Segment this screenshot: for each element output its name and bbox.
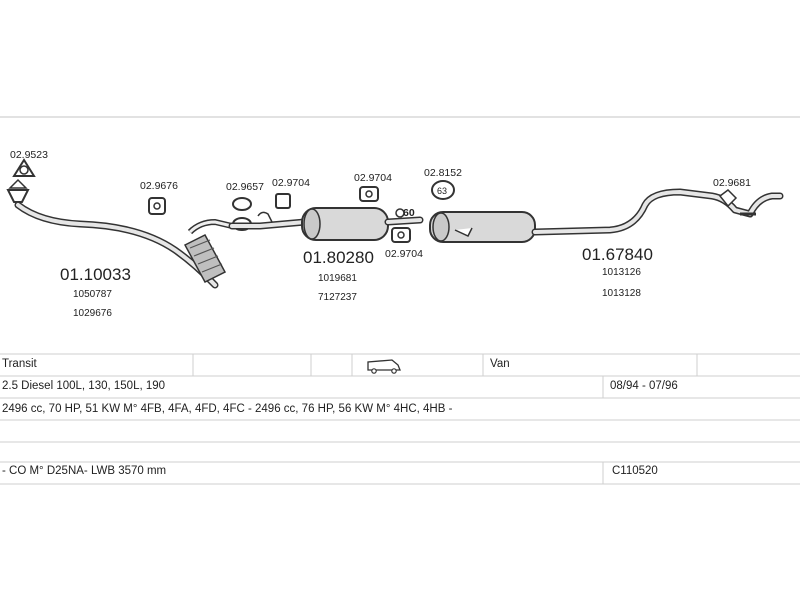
mid-silencer-ref-2: 7127237 (318, 292, 357, 303)
mid-silencer (228, 207, 424, 241)
rear-silencer (429, 188, 784, 243)
hanger-icon (148, 197, 166, 215)
table-years: 08/94 - 07/96 (610, 380, 678, 392)
table-specs: 2496 cc, 70 HP, 51 KW M° 4FB, 4FA, 4FD, … (2, 403, 453, 415)
rear-silencer-code: 01.67840 (582, 245, 653, 264)
flex-section (183, 234, 227, 283)
tail-clamp-icon (718, 189, 756, 216)
ring-size-63: 63 (437, 186, 447, 196)
table-model: Transit (2, 358, 37, 370)
clamp-size-60: 60 (403, 207, 415, 219)
rear-silencer-box (429, 211, 536, 243)
vehicle-table-grid (0, 353, 800, 485)
ring-icon (431, 180, 455, 200)
ref-gasket: 02.9523 (10, 149, 48, 161)
front-pipe (6, 178, 233, 289)
front-pipe-ref-1: 1050787 (73, 289, 112, 300)
front-pipe-ref-2: 1029676 (73, 308, 112, 319)
table-catalog-code: C110520 (612, 465, 658, 477)
table-note: - CO M° D25NA- LWB 3570 mm (2, 465, 167, 477)
mid-silencer-ref-1: 1019681 (318, 273, 357, 284)
table-engine: 2.5 Diesel 100L, 130, 150L, 190 (2, 380, 166, 392)
ref-hanger-1: 02.9676 (140, 180, 178, 192)
bracket-icon (275, 193, 291, 209)
front-flange (6, 189, 30, 203)
ref-hanger-mid-2: 02.9704 (385, 248, 423, 260)
ref-hanger-mid: 02.9704 (354, 172, 392, 184)
ref-clamp-1: 02.9657 (226, 181, 264, 193)
rear-silencer-ref-2: 1013128 (602, 288, 641, 299)
table-body-type: Van (490, 358, 510, 370)
front-pipe-code: 01.10033 (60, 265, 131, 284)
hanger-mid-icon (359, 186, 379, 202)
ref-ring: 02.8152 (424, 167, 462, 179)
mid-silencer-code: 01.80280 (303, 248, 374, 267)
hanger-low-icon (391, 227, 411, 243)
van-icon (367, 359, 401, 374)
rear-silencer-ref-1: 1013126 (602, 267, 641, 278)
gasket-icon (12, 158, 36, 177)
ref-clamp-2: 02.9704 (272, 177, 310, 189)
ref-tail-clamp: 02.9681 (713, 177, 751, 189)
